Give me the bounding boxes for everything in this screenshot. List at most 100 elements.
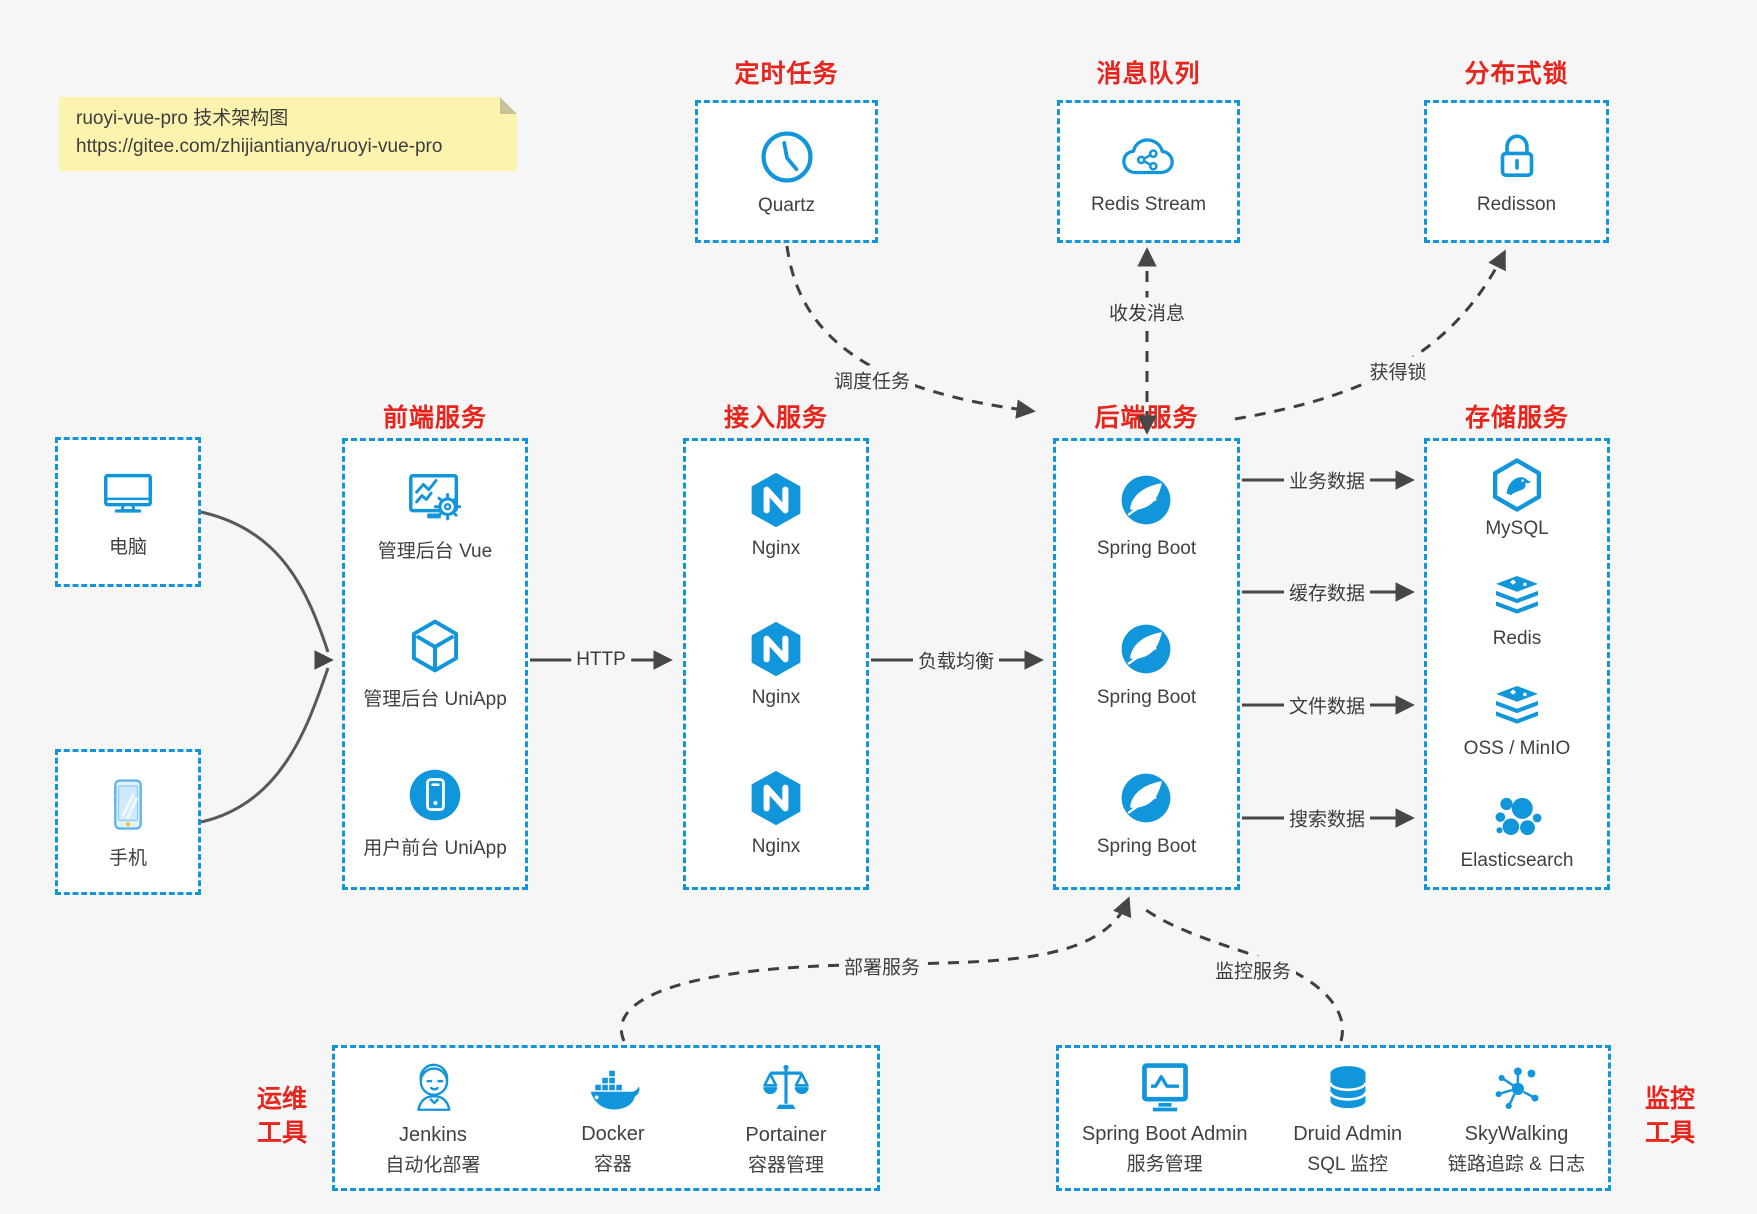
tool-name: Spring Boot Admin (1081, 1123, 1248, 1145)
node-nginx-3: Nginx (746, 768, 806, 858)
network-nodes-icon (1495, 1067, 1538, 1109)
tool-name: Portainer (745, 1124, 827, 1146)
sticky-note: ruoyi-vue-pro 技术架构图 https://gitee.com/zh… (59, 97, 517, 171)
docker-icon (590, 1070, 640, 1110)
box-access-services: Nginx Nginx Nginx (683, 438, 869, 890)
node-admin-uniapp: 管理后台 UniApp (363, 616, 507, 711)
node-quartz: Quartz (757, 127, 817, 217)
node-druid-admin: Druid Admin SQL 监控 (1293, 1060, 1402, 1176)
spring-boot-icon (1122, 624, 1171, 674)
node-label: Spring Boot (1096, 835, 1197, 857)
tool-desc: 服务管理 (1126, 1154, 1203, 1175)
cube-icon (411, 620, 459, 673)
cloud-share-icon (1122, 137, 1175, 174)
node-springboot-3: Spring Boot (1097, 768, 1196, 858)
node-user-uniapp: 用户前台 UniApp (363, 765, 507, 860)
tool-desc: SQL 监控 (1307, 1154, 1388, 1175)
node-jenkins: Jenkins 自动化部署 (385, 1059, 480, 1177)
node-pc: 电脑 (97, 466, 159, 559)
edge-phone-to-frontend (200, 667, 330, 824)
box-frontend-services: 管理后台 Vue 管理后台 UniApp 用户前台 UniApp (342, 438, 528, 890)
node-elasticsearch: Elasticsearch (1461, 791, 1574, 872)
node-springboot-2: Spring Boot (1097, 619, 1196, 709)
node-mysql: MySQL (1485, 457, 1549, 540)
clock-icon (760, 130, 813, 183)
tool-desc: 容器 (593, 1154, 632, 1175)
node-label: Spring Boot (1096, 686, 1197, 708)
node-docker: Docker 容器 (581, 1060, 645, 1176)
group-title-access: 接入服务 (723, 404, 828, 432)
nginx-icon (751, 621, 801, 677)
mobile-app-circle-icon (409, 769, 461, 821)
node-label: Spring Boot (1096, 538, 1197, 560)
smartphone-icon (113, 778, 142, 830)
node-redis: Redis (1489, 571, 1545, 650)
node-label: Elasticsearch (1460, 849, 1574, 871)
box-quartz: Quartz (695, 100, 878, 243)
elasticsearch-icon (1495, 797, 1542, 835)
note-url: https://gitee.com/zhijiantianya/ruoyi-vu… (76, 136, 443, 157)
group-title-distributed-lock: 分布式锁 (1464, 60, 1569, 88)
box-pc: 电脑 (55, 437, 201, 587)
storage-stack-icon (1495, 685, 1538, 724)
group-title-backend: 后端服务 (1094, 404, 1199, 432)
tool-desc: 链路追踪 & 日志 (1447, 1154, 1586, 1175)
node-springboot-1: Spring Boot (1097, 470, 1196, 560)
group-title-monitor-tools: 监控 工具 (1644, 1085, 1695, 1147)
edge-pc-to-frontend (200, 510, 330, 653)
monitor-chart-icon (1141, 1063, 1188, 1112)
node-portainer: Portainer 容器管理 (745, 1059, 827, 1177)
node-nginx-1: Nginx (746, 470, 806, 560)
tool-desc: 容器管理 (747, 1155, 824, 1176)
mysql-icon (1492, 457, 1542, 512)
box-redis-stream: Redis Stream (1057, 100, 1240, 243)
edge-label-cache-data: 缓存数据 (1283, 577, 1371, 607)
lock-icon (1500, 133, 1533, 177)
nginx-icon (751, 473, 801, 528)
note-title: ruoyi-vue-pro 技术架构图 (76, 108, 289, 129)
node-label: 管理后台 UniApp (363, 689, 507, 711)
box-backend-services: Spring Boot Spring Boot Spring Boot (1053, 438, 1240, 890)
spring-boot-icon (1122, 475, 1171, 525)
box-monitor-tools: Spring Boot Admin 服务管理 Druid Admin SQL 监… (1056, 1045, 1611, 1191)
redis-stack-icon (1496, 575, 1538, 614)
tool-name: Druid Admin (1293, 1123, 1403, 1145)
edge-label-file-data: 文件数据 (1283, 690, 1371, 720)
nginx-icon (751, 770, 801, 825)
group-title-frontend: 前端服务 (382, 404, 487, 432)
edge-label-load-balance: 负载均衡 (912, 645, 1000, 675)
node-redisson: Redisson (1477, 128, 1556, 216)
edge-label-http: HTTP (571, 648, 631, 672)
edge-label-message: 收发消息 (1103, 297, 1191, 327)
node-vue-admin: 管理后台 Vue (378, 468, 492, 563)
node-label: Redisson (1476, 193, 1557, 215)
edge-acquire-lock (1234, 249, 1506, 421)
scales-icon (763, 1064, 809, 1109)
group-title-ops-tools: 运维 工具 (256, 1085, 307, 1147)
tool-name: Docker (581, 1123, 645, 1145)
node-label: Nginx (751, 538, 801, 560)
database-icon (1328, 1066, 1367, 1109)
node-label: OSS / MinIO (1463, 737, 1571, 759)
edge-label-monitor: 监控服务 (1209, 955, 1297, 985)
edge-label-deploy: 部署服务 (838, 951, 926, 981)
group-title-storage: 存储服务 (1464, 404, 1569, 432)
node-label: Quartz (757, 194, 816, 216)
spring-boot-icon (1122, 773, 1171, 823)
desktop-icon (103, 473, 153, 513)
node-label: 用户前台 UniApp (363, 838, 507, 860)
edge-label-search-data: 搜索数据 (1283, 803, 1371, 833)
edge-label-schedule: 调度任务 (828, 365, 916, 395)
node-label: 电脑 (108, 536, 147, 558)
edge-label-business-data: 业务数据 (1283, 465, 1371, 495)
tool-name: SkyWalking (1464, 1123, 1569, 1145)
node-label: Nginx (751, 686, 801, 708)
node-label: MySQL (1485, 517, 1549, 539)
node-label: Redis Stream (1090, 193, 1207, 215)
node-label: 管理后台 Vue (377, 540, 493, 562)
group-title-message-queue: 消息队列 (1096, 60, 1201, 88)
box-ops-tools: Jenkins 自动化部署 Docker 容器 (332, 1045, 880, 1191)
node-label: 手机 (108, 847, 147, 869)
node-skywalking: SkyWalking 链路追踪 & 日志 (1448, 1060, 1585, 1176)
jenkins-icon (417, 1063, 451, 1111)
